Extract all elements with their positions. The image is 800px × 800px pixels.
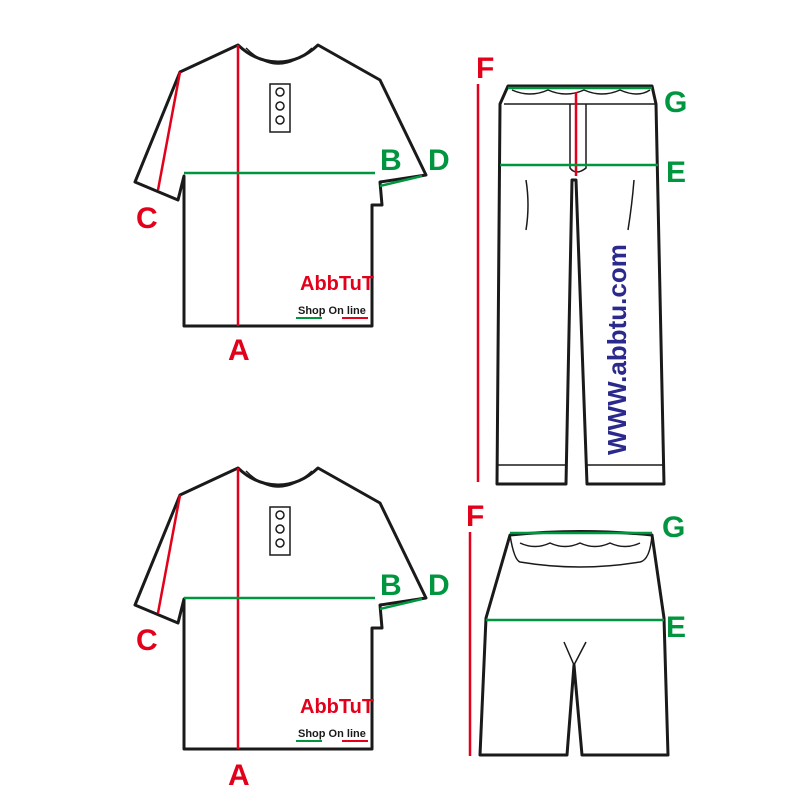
bottom-tshirt-logo-tagline: Shop On line	[298, 728, 366, 740]
bottom-shorts-label-f: F	[466, 500, 484, 533]
top-tshirt-collar	[245, 47, 313, 65]
bottom-shorts-label-e: E	[666, 611, 686, 644]
top-tshirt-measure-d	[379, 174, 423, 188]
bottom-tshirt-logo-brand: AbbTuT	[300, 696, 374, 718]
top-pants-body	[495, 84, 666, 486]
top-pants-crease-left	[525, 179, 529, 231]
top-tshirt: A C B D AbbTuT Shop On line	[133, 43, 450, 367]
top-pants-label-f: F	[476, 52, 494, 85]
bottom-tshirt-label-a: A	[228, 759, 250, 792]
top-tshirt-button-1	[275, 87, 285, 97]
bottom-shorts: F G E	[466, 500, 686, 757]
top-pants-website-text: WWW.abbtu.com	[602, 244, 632, 455]
bottom-tshirt-label-d: D	[428, 569, 450, 602]
top-tshirt-label-b: B	[380, 144, 402, 177]
bottom-tshirt-placket	[269, 506, 291, 556]
bottom-shorts-waistband	[509, 534, 653, 568]
top-pants-crease-right	[627, 179, 635, 231]
bottom-tshirt-collar	[245, 470, 313, 488]
bottom-tshirt: A C B D AbbTuT Shop On line	[133, 466, 450, 792]
bottom-shorts-crotch	[563, 641, 587, 667]
bottom-tshirt-button-1	[275, 510, 285, 520]
top-pants: F G E WWW.abbtu.com	[476, 52, 687, 486]
top-tshirt-measure-c	[156, 71, 182, 191]
top-tshirt-button-2	[275, 101, 285, 111]
top-tshirt-button-3	[275, 115, 285, 125]
bottom-tshirt-label-b: B	[380, 569, 402, 602]
bottom-shorts-label-g: G	[662, 511, 685, 544]
top-tshirt-logo-brand: AbbTuT	[300, 273, 374, 295]
bottom-shorts-elastic	[519, 542, 641, 548]
top-pants-elastic	[511, 89, 651, 95]
top-tshirt-logo: AbbTuT Shop On line	[296, 273, 374, 319]
bottom-tshirt-button-2	[275, 524, 285, 534]
bottom-shorts-body	[478, 530, 670, 757]
bottom-tshirt-logo: AbbTuT Shop On line	[296, 696, 374, 742]
top-pants-label-e: E	[666, 156, 686, 189]
top-tshirt-logo-tagline: Shop On line	[298, 305, 366, 317]
top-tshirt-label-d: D	[428, 144, 450, 177]
top-tshirt-label-a: A	[228, 334, 250, 367]
bottom-tshirt-button-3	[275, 538, 285, 548]
bottom-tshirt-measure-c	[156, 494, 182, 614]
top-tshirt-label-c: C	[136, 202, 158, 235]
top-pants-label-g: G	[664, 86, 687, 119]
top-tshirt-placket	[269, 83, 291, 133]
bottom-tshirt-measure-d	[379, 597, 423, 611]
bottom-tshirt-label-c: C	[136, 624, 158, 657]
